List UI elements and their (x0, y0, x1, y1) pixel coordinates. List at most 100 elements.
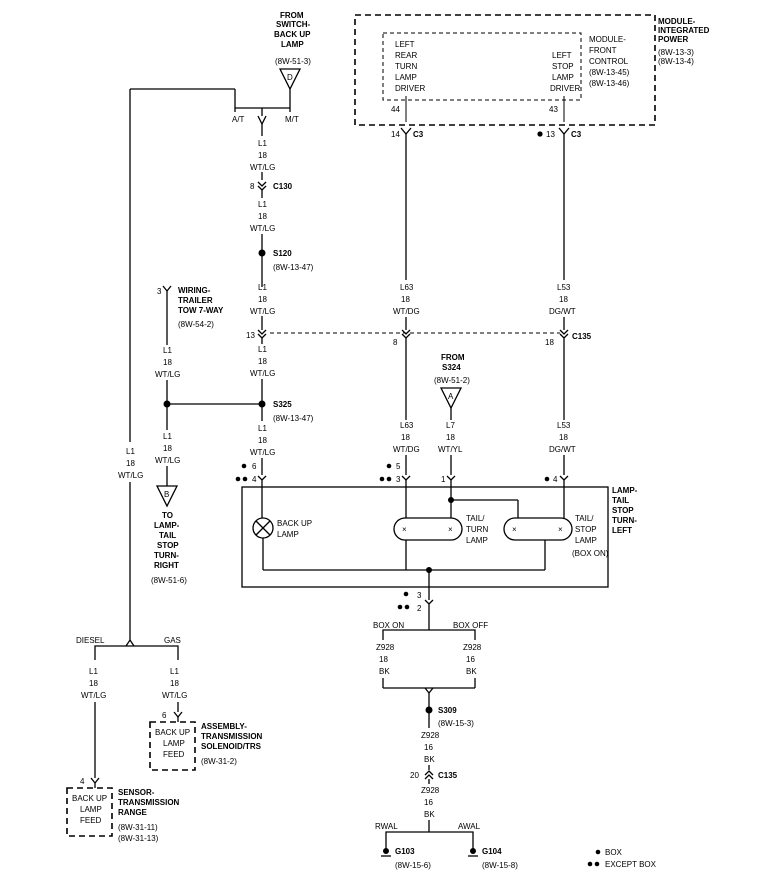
box-indicator-icon (537, 131, 543, 137)
trs-backup-lamp-feed-box (149, 721, 196, 771)
svg-text:DG/WT: DG/WT (549, 445, 576, 454)
svg-text:LEFT: LEFT (552, 51, 572, 60)
svg-text:WT/DG: WT/DG (393, 307, 420, 316)
svg-text:LAMP: LAMP (281, 40, 304, 49)
svg-text:16: 16 (424, 743, 433, 752)
lamp-pin-1: 1 (441, 475, 446, 484)
left-rear-turn-lamp-driver-label: LEFT REAR TURN LAMP DRIVER (395, 40, 425, 93)
wire-l1-diesel: L1 18 WT/LG (81, 667, 106, 700)
wire-z928-box-on: Z928 18 BK (376, 643, 395, 676)
svg-text:LAMP: LAMP (575, 536, 597, 545)
svg-text:L63: L63 (400, 421, 414, 430)
s120-label: S120 (273, 249, 292, 258)
svg-text:WT/LG: WT/LG (118, 471, 143, 480)
svg-text:WT/LG: WT/LG (250, 448, 275, 457)
svg-text:18: 18 (258, 151, 267, 160)
from-switch-backup-lamp-label: FROM SWITCH- BACK UP LAMP (8W-51-3) (274, 11, 311, 66)
svg-text:18: 18 (163, 358, 172, 367)
svg-text:FROM: FROM (280, 11, 304, 20)
legend-except-box: EXCEPT BOX (587, 860, 657, 869)
svg-text:MODULE-: MODULE- (589, 35, 626, 44)
svg-text:FEED: FEED (80, 816, 102, 825)
svg-text:18: 18 (446, 433, 455, 442)
ground-g103-icon (381, 848, 391, 857)
svg-text:×: × (402, 525, 407, 534)
s325-label: S325 (273, 400, 292, 409)
trailer-pin-3: 3 (157, 287, 162, 296)
svg-text:(8W-54-2): (8W-54-2) (178, 320, 214, 329)
svg-text:16: 16 (424, 798, 433, 807)
svg-text:LAMP-: LAMP- (154, 521, 180, 530)
wire-l1-seg4: L1 18 WT/LG (250, 345, 275, 378)
svg-text:L63: L63 (400, 283, 414, 292)
sensor-pin-4: 4 (80, 777, 85, 786)
svg-text:(8W-13-4): (8W-13-4) (658, 57, 694, 66)
wire-l1-trailer-seg2: L1 18 WT/LG (155, 432, 180, 465)
svg-text:WT/LG: WT/LG (250, 224, 275, 233)
module-integrated-power-outline (354, 14, 656, 126)
svg-text:L1: L1 (258, 139, 267, 148)
g104-ref: (8W-15-8) (482, 861, 518, 870)
tail-turn-lamp-label: TAIL/ TURN LAMP (466, 514, 488, 545)
c135-connector-ground: C135 (438, 771, 458, 780)
mt-label: M/T (285, 115, 299, 124)
c135-pin-18: 18 (545, 338, 554, 347)
c135-pin-13: 13 (246, 331, 255, 340)
svg-text:LAMP: LAMP (277, 530, 299, 539)
module-integrated-power-title: MODULE- INTEGRATED POWER (8W-13-3) (8W-1… (658, 17, 710, 66)
svg-text:18: 18 (163, 444, 172, 453)
svg-text:WT/LG: WT/LG (250, 163, 275, 172)
svg-text:BOX: BOX (605, 848, 623, 857)
svg-text:L53: L53 (557, 283, 571, 292)
c3-connector-left: C3 (413, 130, 424, 139)
tail-turn-lamp-bulb-icon: × × (393, 517, 463, 541)
lamp-pin-4-right: 4 (553, 475, 558, 484)
svg-text:L1: L1 (170, 667, 179, 676)
module-front-control-outline (382, 32, 582, 101)
svg-text:(8W-13-46): (8W-13-46) (589, 79, 630, 88)
svg-text:A: A (448, 392, 454, 401)
sensor-backup-lamp-feed-box (66, 787, 113, 837)
svg-text:B: B (164, 490, 169, 499)
svg-text:18: 18 (126, 459, 135, 468)
g104-label: G104 (482, 847, 502, 856)
svg-text:16: 16 (466, 655, 475, 664)
svg-text:SWITCH-: SWITCH- (276, 20, 311, 29)
tail-stop-lamp-bulb-icon: × × (503, 517, 573, 541)
sensor-transmission-range-label: SENSOR- TRANSMISSION RANGE (8W-31-11) (8… (118, 788, 180, 843)
trs-pin-6: 6 (162, 711, 167, 720)
svg-text:STOP: STOP (552, 62, 574, 71)
svg-text:(8W-13-45): (8W-13-45) (589, 68, 630, 77)
svg-text:TAIL: TAIL (612, 496, 629, 505)
wire-z928-box-off: Z928 16 BK (463, 643, 482, 676)
svg-text:S324: S324 (442, 363, 461, 372)
svg-text:L1: L1 (89, 667, 98, 676)
svg-text:L7: L7 (446, 421, 455, 430)
sensor-backup-lamp-feed-label: BACK UP LAMP FEED (72, 794, 107, 825)
svg-text:LAMP: LAMP (80, 805, 102, 814)
svg-text:L1: L1 (163, 346, 172, 355)
ground-g104-icon (468, 848, 478, 857)
svg-text:DG/WT: DG/WT (549, 307, 576, 316)
svg-text:BACK UP: BACK UP (274, 30, 311, 39)
svg-text:(8W-51-3): (8W-51-3) (275, 57, 311, 66)
svg-text:LAMP: LAMP (395, 73, 417, 82)
c135-pin-8: 8 (393, 338, 398, 347)
tail-stop-lamp-label: TAIL/ STOP LAMP (BOX ON) (572, 514, 609, 558)
svg-text:(8W-31-11): (8W-31-11) (118, 823, 158, 832)
svg-text:LAMP: LAMP (466, 536, 488, 545)
svg-text:MODULE-: MODULE- (658, 17, 696, 26)
g103-ref: (8W-15-6) (395, 861, 431, 870)
wire-l1-seg3: L1 18 WT/LG (250, 283, 275, 316)
svg-text:18: 18 (258, 295, 267, 304)
svg-text:WT/LG: WT/LG (250, 369, 275, 378)
wire-l1-trailer-seg1: L1 18 WT/LG (155, 346, 180, 379)
module-front-control-label: MODULE- FRONT CONTROL (8W-13-45) (8W-13-… (589, 35, 630, 88)
s309-label: S309 (438, 706, 457, 715)
svg-text:POWER: POWER (658, 35, 688, 44)
c3-pin-13: 13 (546, 130, 555, 139)
wire-l1-left-long: L1 18 WT/LG (118, 447, 143, 480)
svg-text:STOP: STOP (157, 541, 179, 550)
s325-ref: (8W-13-47) (273, 414, 314, 423)
rwal-label: RWAL (375, 822, 398, 831)
